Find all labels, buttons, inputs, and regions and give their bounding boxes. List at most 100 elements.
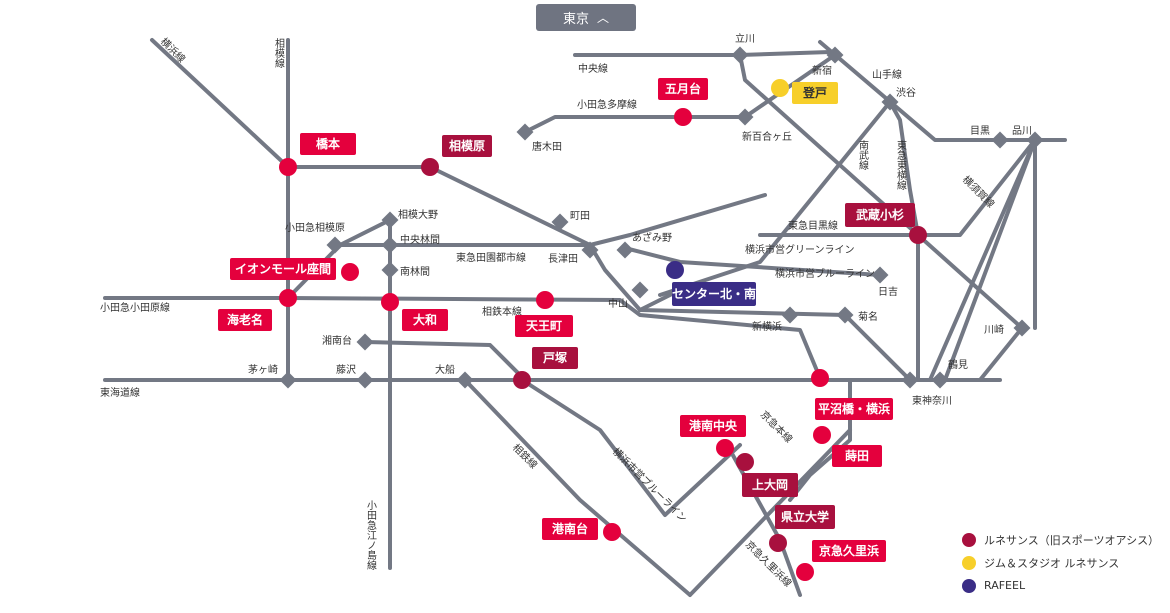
facility-label-box (515, 315, 573, 337)
facility-pin-2[interactable]: 相模原 (421, 135, 492, 176)
station-label: 新横浜 (752, 320, 782, 333)
facility-pin-9[interactable]: 大和 (381, 293, 448, 331)
area-tab-tokyo[interactable]: 東京 ︿ (536, 4, 636, 31)
station-label: 相模大野 (398, 208, 438, 221)
station-23[interactable]: 大船 (435, 363, 474, 389)
station-17[interactable]: 新横浜 (752, 306, 799, 333)
station-24[interactable]: 鶴見 (931, 358, 968, 389)
station-15[interactable]: 日吉 (871, 266, 898, 298)
facility-label-box (542, 518, 598, 540)
station-diamond-icon (616, 241, 634, 259)
facility-pin-11[interactable]: 戸塚 (513, 347, 578, 389)
station-label: 新宿 (812, 64, 832, 77)
facility-pin-10[interactable]: 天王町 (515, 291, 573, 337)
facility-label: 大和 (413, 312, 437, 327)
facility-pin-8[interactable]: 海老名 (218, 289, 297, 331)
facility-pin-1[interactable]: 橋本 (279, 133, 356, 176)
facility-pin-17[interactable]: 港南台 (542, 518, 621, 541)
facility-dot-icon (536, 291, 554, 309)
station-21[interactable]: 茅ヶ崎 (248, 363, 297, 389)
facility-label-box (680, 415, 746, 437)
station-diamond-icon (326, 236, 344, 254)
line-label: 小田急小田原線 (100, 301, 170, 314)
facility-pin-13[interactable]: 港南中央 (680, 415, 746, 457)
station-label: 菊名 (858, 310, 878, 323)
station-9[interactable]: 町田 (551, 211, 590, 231)
station-5[interactable]: 唐木田 (516, 123, 562, 153)
line-label: 南武線 (857, 139, 869, 170)
facility-pin-5[interactable]: 武蔵小杉 (845, 203, 927, 244)
station-1[interactable]: 立川 (731, 32, 755, 64)
station-label: 唐木田 (532, 140, 562, 153)
facility-pin-7[interactable]: センター北・南 (666, 261, 756, 306)
track-line (573, 50, 832, 57)
station-diamond-icon (356, 371, 374, 389)
station-14[interactable]: 南林間 (381, 261, 430, 279)
track-line (286, 296, 822, 380)
station-label: 町田 (570, 211, 590, 222)
station-18[interactable]: 菊名 (836, 306, 878, 324)
facility-label: イオンモール座間 (235, 261, 331, 276)
station-3[interactable]: 渋谷 (881, 86, 916, 111)
facility-dot-icon (811, 369, 829, 387)
facility-pin-4[interactable]: 登戸 (771, 79, 838, 104)
facility-pin-12[interactable]: 平沼橋・横浜 (811, 369, 893, 420)
station-diamond-icon (381, 211, 399, 229)
facility-label: 戸塚 (543, 351, 567, 365)
facility-dot-icon (421, 158, 439, 176)
facility-label-box (658, 78, 708, 100)
track-line (150, 38, 290, 169)
line-label: 横浜市営ブルーライン (775, 267, 875, 280)
station-19[interactable]: 川崎 (984, 319, 1031, 337)
station-label: 長津田 (548, 253, 578, 265)
facility-label-box (812, 540, 886, 562)
station-25[interactable]: 東神奈川 (901, 371, 952, 407)
station-diamond-icon (836, 306, 854, 324)
station-4[interactable]: 新百合ヶ丘 (736, 108, 792, 143)
station-diamond-icon (826, 46, 844, 64)
facility-label: 天王町 (526, 319, 562, 333)
track-line (818, 40, 1067, 142)
facility-dot-icon (771, 79, 789, 97)
station-22[interactable]: 藤沢 (336, 363, 374, 389)
station-label: あざみ野 (632, 231, 672, 244)
facility-pin-6[interactable]: イオンモール座間 (230, 258, 359, 281)
station-10[interactable]: 小田急相模原 (285, 221, 345, 254)
station-16[interactable]: 中山 (608, 281, 649, 310)
station-12[interactable]: あざみ野 (616, 231, 672, 259)
station-label: 東神奈川 (912, 394, 952, 407)
station-label: 新百合ヶ丘 (742, 130, 792, 143)
facility-pin-14[interactable]: 蒔田 (813, 426, 882, 467)
facility-pin-18[interactable]: 京急久里浜 (796, 540, 886, 581)
facility-pin-16[interactable]: 県立大学 (769, 505, 835, 552)
station-6[interactable]: 目黒 (970, 125, 1009, 149)
station-diamond-icon (516, 123, 534, 141)
station-diamond-icon (551, 213, 569, 231)
line-label: 小田急多摩線 (577, 98, 637, 111)
station-11[interactable]: 中央林間 (381, 233, 440, 254)
track-line (328, 193, 767, 247)
legend: ルネサンス（旧スポーツオアシス） ジム＆スタジオ ルネサンス RAFEEL (962, 528, 1159, 597)
station-13[interactable]: 長津田 (548, 241, 599, 265)
facility-pin-15[interactable]: 上大岡 (736, 453, 798, 497)
area-tab-label: 東京 (562, 12, 589, 27)
facility-dot-icon (279, 289, 297, 307)
line-label: 東海道線 (100, 386, 140, 399)
facility-label: 海老名 (227, 312, 263, 327)
facility-label-box (402, 309, 448, 331)
track-line (888, 100, 920, 382)
line-label: 相模線 (273, 37, 285, 68)
facility-label: 蒔田 (845, 448, 869, 463)
station-20[interactable]: 湘南台 (322, 333, 374, 351)
facility-label: 登戸 (802, 85, 827, 100)
station-2[interactable]: 新宿 (812, 46, 844, 77)
station-diamond-icon (456, 371, 474, 389)
facility-dot-icon (666, 261, 684, 279)
station-7[interactable]: 品川 (1012, 125, 1044, 149)
line-label: 東急田園都市線 (456, 251, 526, 264)
station-label: 大船 (435, 363, 455, 376)
legend-item-lune: ルネサンス（旧スポーツオアシス） (962, 528, 1159, 551)
facility-pin-3[interactable]: 五月台 (658, 78, 708, 126)
station-8[interactable]: 相模大野 (381, 208, 438, 229)
